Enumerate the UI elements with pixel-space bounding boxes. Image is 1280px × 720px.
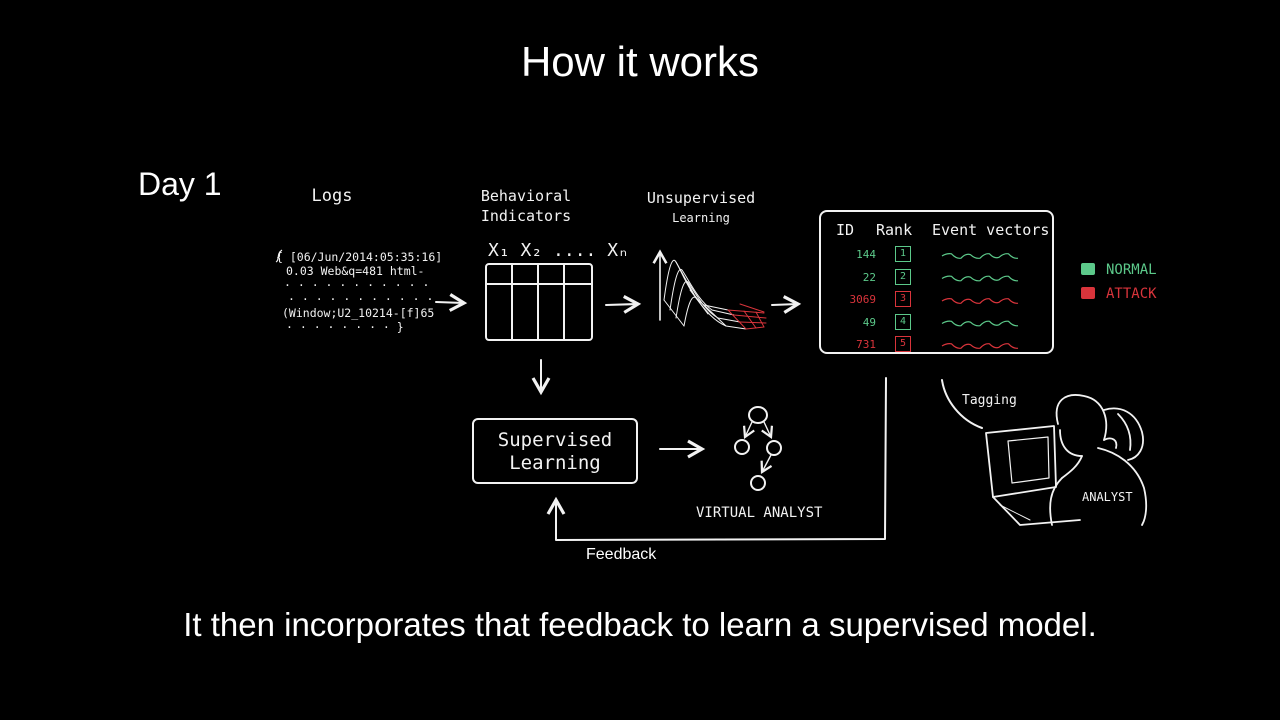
table-cell-id: 731	[856, 338, 876, 351]
feature-matrix	[485, 263, 593, 341]
arrow-indicators-to-unsupervised	[605, 295, 642, 314]
event-vector-wave	[941, 320, 1019, 327]
tagging-label: Tagging	[962, 393, 1017, 408]
unsupervised-learning-label: Unsupervised Learning	[642, 188, 760, 228]
log-lines: { [06/Jun/2014:05:35:16] 0.03 Web&q=481 …	[276, 250, 442, 334]
supervised-label-line: Learning	[509, 452, 601, 474]
behavioral-indicators-label: Behavioral Indicators	[468, 186, 584, 226]
feature-header: X₁ X₂ .... Xₙ	[488, 240, 629, 261]
log-line: · · · · · · · · · · ·	[284, 278, 430, 292]
unsupervised-surface-plot	[652, 249, 767, 330]
log-line: · · · · · · · · }	[286, 320, 404, 334]
table-header-rank: Rank	[876, 221, 913, 239]
event-vector-wave	[941, 275, 1019, 282]
log-line: 0.03 Web&q=481 html-	[286, 264, 425, 278]
table-cell-rank: 2	[895, 268, 911, 285]
tree-node	[734, 439, 750, 455]
supervised-learning-label: Supervised Learning	[474, 429, 636, 475]
legend-attack-swatch	[1081, 287, 1095, 299]
event-vector-wave	[941, 298, 1019, 304]
table-cell-id: 22	[862, 270, 876, 284]
legend-normal-swatch	[1081, 263, 1095, 275]
tree-node	[750, 475, 766, 491]
logs-label: Logs	[311, 186, 353, 206]
arrow-unsupervised-to-table	[771, 295, 802, 314]
table-header-event-vectors: Event vectors	[932, 221, 1050, 239]
log-line: { [06/Jun/2014:05:35:16]	[276, 250, 443, 264]
analyst-sketch	[985, 394, 1148, 526]
table-cell-rank: 1	[895, 246, 911, 262]
event-vector-wave	[941, 343, 1019, 349]
unsupervised-label-line: Unsupervised	[646, 189, 756, 207]
virtual-analyst-label: VIRTUAL ANALYST	[696, 505, 823, 521]
supervised-label-line: Supervised	[497, 429, 613, 451]
behavioral-label-line: Indicators	[480, 207, 572, 225]
table-cell-rank: 3	[895, 291, 911, 307]
table-cell-id: 3069	[849, 293, 877, 306]
unsupervised-label-line: Learning	[672, 211, 730, 225]
tree-node	[748, 406, 768, 424]
analyst-label: ANALYST	[1082, 490, 1133, 504]
tree-node	[766, 440, 782, 456]
table-cell-rank: 5	[895, 336, 911, 352]
legend-attack-label: ATTACK	[1106, 286, 1157, 302]
day-label: Day 1	[138, 166, 222, 202]
table-cell-rank: 4	[895, 313, 911, 330]
feedback-label: Feedback	[586, 546, 657, 563]
legend-normal-label: NORMAL	[1106, 262, 1157, 278]
log-line: (Window;U2_10214-[f]65	[282, 306, 435, 320]
log-line: · · · · · · · · · · ·	[288, 292, 434, 306]
slide-title: How it works	[520, 38, 760, 85]
behavioral-label-line: Behavioral	[480, 187, 572, 205]
table-cell-id: 49	[862, 315, 876, 329]
event-vector-wave	[941, 253, 1019, 259]
table-header-id: ID	[836, 221, 855, 239]
slide-caption: It then incorporates that feedback to le…	[183, 606, 1097, 643]
table-cell-id: 144	[856, 248, 876, 261]
